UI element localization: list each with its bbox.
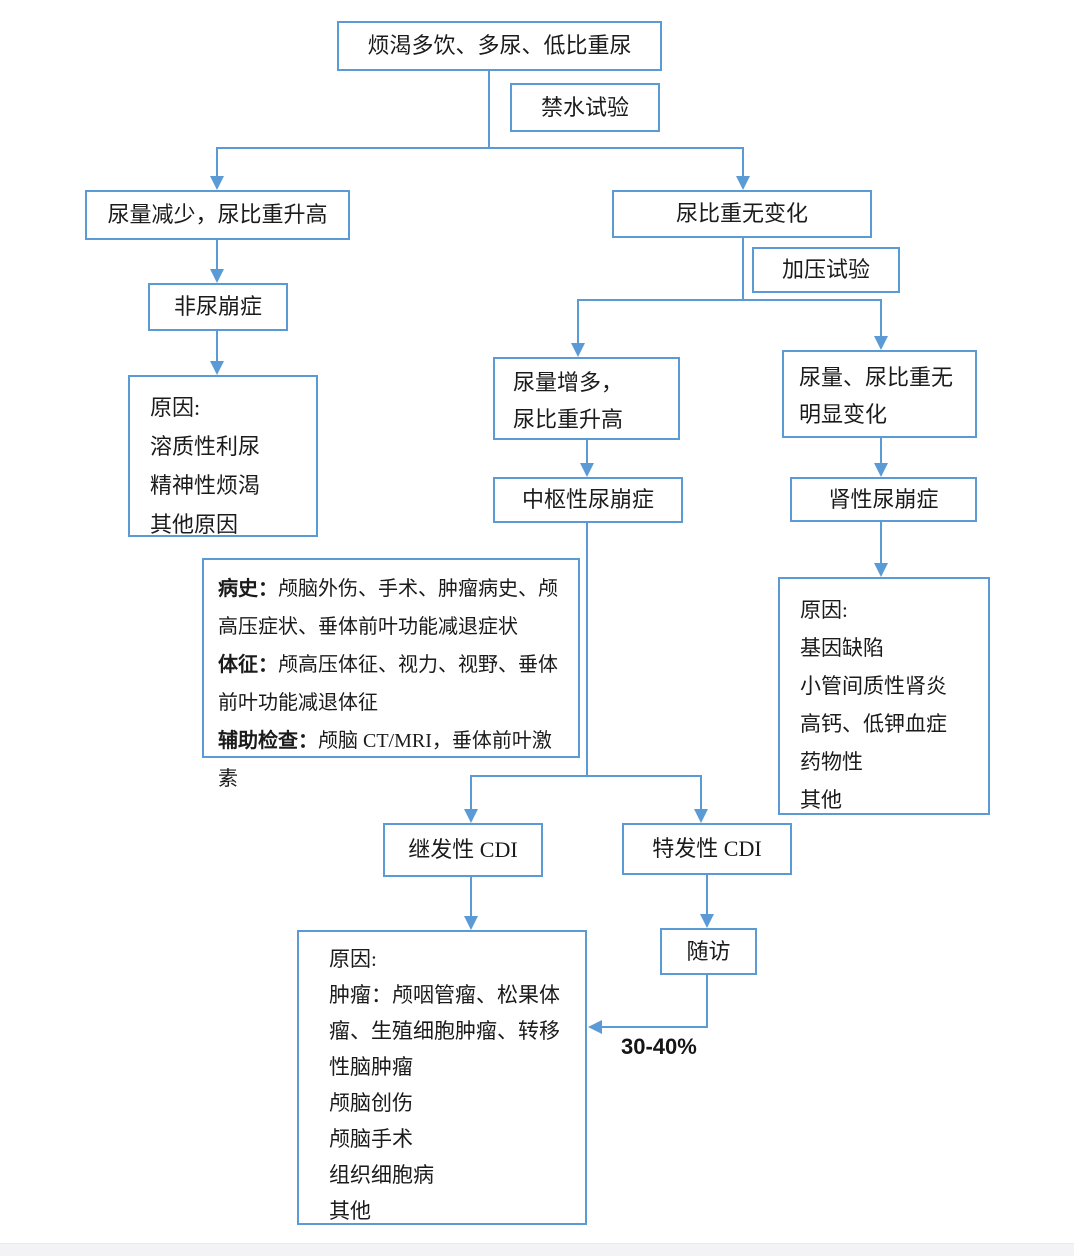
secondary-cause-line: 其他 [329, 1199, 371, 1223]
edge-top-split [216, 147, 744, 149]
edge-to-nephrogenic-di [880, 438, 882, 464]
node-idiopathic-cdi: 特发性 CDI [622, 823, 792, 875]
node-non-di-label: 非尿崩症 [173, 294, 262, 320]
node-central-di-label: 中枢性尿崩症 [521, 487, 654, 513]
node-secondary-causes: 原因: 肿瘤：颅咽管瘤、松果体瘤、生殖细胞肿瘤、转移性脑肿瘤 颅脑创伤 颅脑手术… [297, 930, 587, 1225]
edge-symptoms-junction [488, 70, 490, 148]
urine-increased-line: 尿量增多， [513, 370, 624, 395]
edge-to-central-di [586, 440, 588, 464]
node-pressure-test-label: 加压试验 [781, 257, 870, 283]
arrowhead-non-di [210, 269, 224, 283]
arrowhead-central-di [580, 463, 594, 477]
no-obvious-change-line: 明显变化 [799, 402, 888, 427]
urine-increased-line: 尿比重升高 [513, 407, 624, 432]
arrowhead-secondary-cdi [464, 809, 478, 823]
node-secondary-cdi: 继发性 CDI [383, 823, 543, 877]
node-sg-no-change: 尿比重无变化 [612, 190, 872, 238]
edge-to-idiopathic-cdi [700, 775, 702, 810]
arrowhead-idiopathic-cdi [694, 809, 708, 823]
non-di-cause-line: 原因: [150, 395, 201, 420]
edge-central-di-junction [586, 523, 588, 777]
nephrogenic-cause-line: 原因: [800, 598, 848, 622]
arrowhead-nephrogenic-causes [874, 563, 888, 577]
node-water-deprivation-test: 禁水试验 [510, 83, 660, 132]
edge-followup-down [706, 975, 708, 1027]
arrowhead-followup-back [588, 1020, 602, 1034]
edge-to-non-di-causes [216, 331, 218, 362]
followup-percent-label: 30-40% [621, 1034, 697, 1059]
node-workup: 病史：颅脑外伤、手术、肿瘤病史、颅高压症状、垂体前叶功能减退症状 体征：颅高压体… [202, 558, 580, 790]
edge-to-nephrogenic-causes [880, 522, 882, 564]
non-di-cause-line: 其他原因 [150, 512, 239, 537]
nephrogenic-cause-line: 高钙、低钾血症 [800, 712, 947, 736]
arrowhead-nephrogenic-di [874, 463, 888, 477]
workup-history-label: 病史： [218, 578, 278, 600]
edge-to-non-di [216, 240, 218, 270]
secondary-cause-line: 原因: [329, 947, 377, 971]
arrowhead-sg-no-change [736, 176, 750, 190]
node-non-di: 非尿崩症 [148, 283, 288, 331]
node-nephrogenic-causes: 原因: 基因缺陷 小管间质性肾炎 高钙、低钾血症 药物性 其他 [778, 577, 990, 815]
node-central-di: 中枢性尿崩症 [493, 477, 683, 523]
node-nephrogenic-di-label: 肾性尿崩症 [828, 486, 939, 512]
arrowhead-secondary-causes [464, 916, 478, 930]
node-non-di-causes: 原因: 溶质性利尿 精神性烦渴 其他原因 [128, 375, 318, 537]
node-urine-reduced: 尿量减少，尿比重升高 [85, 190, 350, 240]
node-nephrogenic-di: 肾性尿崩症 [790, 477, 977, 522]
nephrogenic-cause-line: 基因缺陷 [800, 636, 884, 660]
node-water-deprivation-test-label: 禁水试验 [540, 94, 629, 120]
node-urine-increased: 尿量增多， 尿比重升高 [493, 357, 680, 440]
workup-aux-label: 辅助检查： [218, 730, 318, 752]
node-sg-no-change-label: 尿比重无变化 [675, 201, 808, 227]
secondary-cause-line: 组织细胞病 [329, 1163, 434, 1187]
edge-to-urine-increased [577, 299, 579, 344]
workup-signs-label: 体征： [218, 654, 278, 676]
node-followup: 随访 [660, 928, 757, 975]
node-idiopathic-cdi-label: 特发性 CDI [652, 836, 762, 862]
workup-history-text: 颅脑外伤、手术、肿瘤病史、颅高压症状、垂体前叶功能减退症状 [218, 578, 558, 638]
node-followup-label: 随访 [686, 938, 731, 964]
arrowhead-non-di-causes [210, 361, 224, 375]
non-di-cause-line: 溶质性利尿 [150, 434, 261, 459]
workup-signs-text: 颅高压体征、视力、视野、垂体前叶功能减退体征 [218, 654, 558, 714]
node-pressure-test: 加压试验 [752, 247, 900, 293]
workup-aux-section: 辅助检查：颅脑 CT/MRI，垂体前叶激素 [218, 722, 566, 798]
edge-pressure-split [577, 299, 882, 301]
secondary-cause-line: 肿瘤：颅咽管瘤、松果体瘤、生殖细胞肿瘤、转移性脑肿瘤 [329, 983, 560, 1079]
edge-followup-back [601, 1026, 708, 1028]
nephrogenic-cause-line: 药物性 [800, 750, 863, 774]
secondary-cause-line: 颅脑创伤 [329, 1091, 413, 1115]
edge-sg-junction [742, 238, 744, 301]
node-secondary-cdi-label: 继发性 CDI [408, 837, 518, 863]
node-urine-reduced-label: 尿量减少，尿比重升高 [107, 202, 328, 228]
arrowhead-followup [700, 914, 714, 928]
nephrogenic-cause-line: 小管间质性肾炎 [800, 674, 947, 698]
non-di-cause-line: 精神性烦渴 [150, 473, 261, 498]
edge-to-urine-reduced [216, 147, 218, 177]
edge-to-sg-no-change [742, 147, 744, 177]
no-obvious-change-line: 尿量、尿比重无 [799, 365, 954, 390]
page-bottom-strip [0, 1243, 1074, 1256]
edge-to-secondary-causes [470, 877, 472, 917]
edge-to-secondary-cdi [470, 775, 472, 810]
edge-to-no-obvious-change [880, 299, 882, 337]
workup-history-section: 病史：颅脑外伤、手术、肿瘤病史、颅高压症状、垂体前叶功能减退症状 [218, 570, 566, 646]
edge-cdi-split [470, 775, 702, 777]
node-no-obvious-change: 尿量、尿比重无 明显变化 [782, 350, 977, 438]
workup-aux-text: 颅脑 CT/MRI，垂体前叶激素 [218, 730, 552, 790]
arrowhead-urine-increased [571, 343, 585, 357]
secondary-cause-line: 颅脑手术 [329, 1127, 413, 1151]
arrowhead-urine-reduced [210, 176, 224, 190]
edge-to-followup [706, 875, 708, 915]
nephrogenic-cause-line: 其他 [800, 788, 842, 812]
node-symptoms: 烦渴多饮、多尿、低比重尿 [337, 21, 662, 71]
workup-signs-section: 体征：颅高压体征、视力、视野、垂体前叶功能减退体征 [218, 646, 566, 722]
arrowhead-no-obvious-change [874, 336, 888, 350]
node-symptoms-label: 烦渴多饮、多尿、低比重尿 [367, 33, 632, 59]
